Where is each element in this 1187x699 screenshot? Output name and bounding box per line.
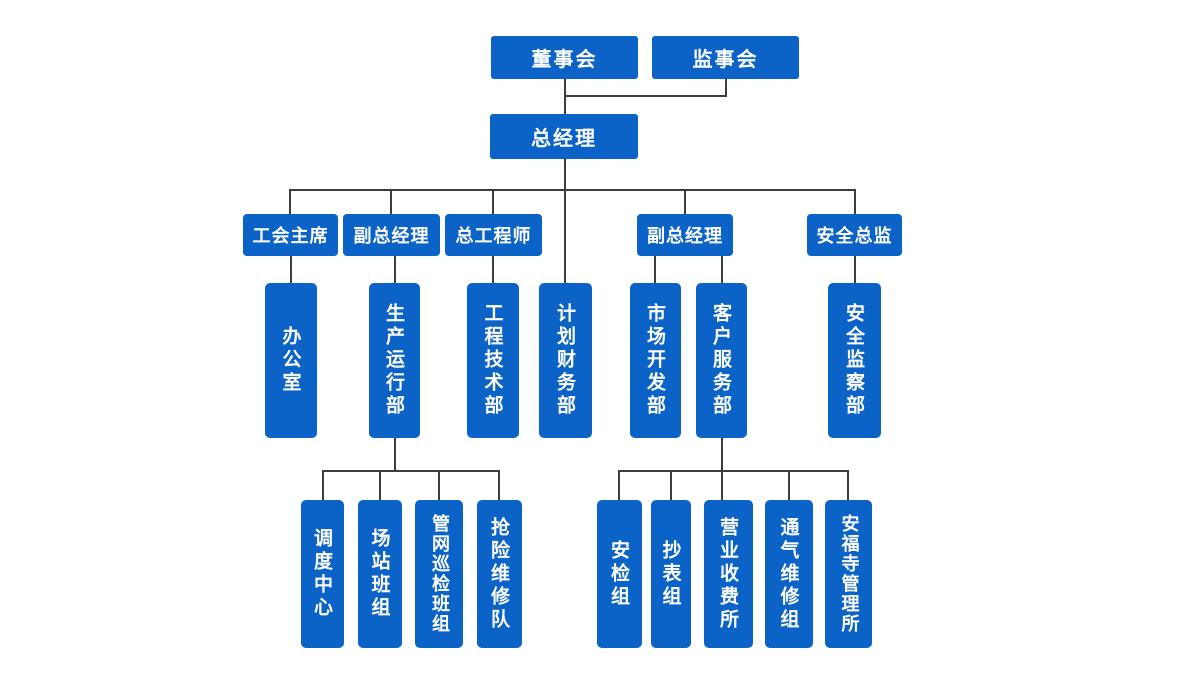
connector-line (721, 438, 723, 471)
connector-line (390, 189, 392, 215)
connector-line (498, 470, 500, 501)
connector-line (394, 438, 396, 471)
org-node-safety-director: 安全总监 (807, 214, 902, 256)
connector-line (725, 79, 727, 97)
org-node-union-chairman: 工会主席 (243, 214, 338, 256)
org-node-market-development-dept: 市场开发部 (630, 283, 681, 438)
org-node-supervisory-board: 监事会 (652, 36, 799, 79)
org-node-chief-engineer: 总工程师 (445, 214, 542, 256)
connector-line (854, 189, 856, 215)
org-node-safety-supervision-dept: 安全监察部 (828, 283, 881, 438)
org-node-planning-finance-dept: 计划财务部 (539, 283, 592, 438)
org-node-emergency-repair-team: 抢险维修队 (477, 500, 522, 648)
org-node-deputy-general-manager-left: 副总经理 (343, 214, 440, 256)
org-node-production-operation-dept: 生产运行部 (369, 283, 420, 438)
connector-line (289, 189, 856, 191)
org-node-station-team: 场站班组 (358, 500, 402, 648)
connector-line (492, 189, 494, 215)
org-node-deputy-general-manager-right: 副总经理 (637, 214, 733, 256)
connector-line (721, 470, 723, 501)
connector-line (564, 79, 566, 115)
org-node-anfusi-management-office: 安福寺管理所 (825, 500, 872, 648)
connector-line (618, 470, 849, 472)
connector-line (394, 256, 396, 284)
org-node-safety-inspection-group: 安检组 (597, 500, 642, 648)
org-node-customer-service-dept: 客户服务部 (696, 283, 747, 438)
connector-line (847, 470, 849, 501)
connector-line (379, 470, 381, 501)
connector-line (289, 189, 291, 215)
connector-line (854, 256, 856, 284)
connector-line (438, 470, 440, 501)
connector-line (564, 95, 727, 97)
connector-line (721, 256, 723, 284)
org-node-engineering-technology-dept: 工程技术部 (467, 283, 519, 438)
connector-line (492, 256, 494, 284)
connector-line (322, 470, 500, 472)
org-node-general-manager: 总经理 (490, 114, 638, 159)
org-node-office: 办公室 (265, 283, 317, 438)
connector-line (290, 256, 292, 284)
connector-line (654, 256, 656, 284)
connector-line (564, 158, 566, 284)
org-node-gas-supply-maintenance-group: 通气维修组 (765, 500, 813, 648)
org-node-dispatch-center: 调度中心 (301, 500, 344, 648)
org-node-meter-reading-group: 抄表组 (651, 500, 691, 648)
org-node-business-billing-office: 营业收费所 (704, 500, 753, 648)
connector-line (670, 470, 672, 501)
connector-line (322, 470, 324, 501)
connector-line (788, 470, 790, 501)
connector-line (684, 189, 686, 215)
org-node-board-of-directors: 董事会 (491, 36, 638, 79)
connector-line (618, 470, 620, 501)
org-node-pipeline-inspection-team: 管网巡检班组 (415, 500, 463, 648)
